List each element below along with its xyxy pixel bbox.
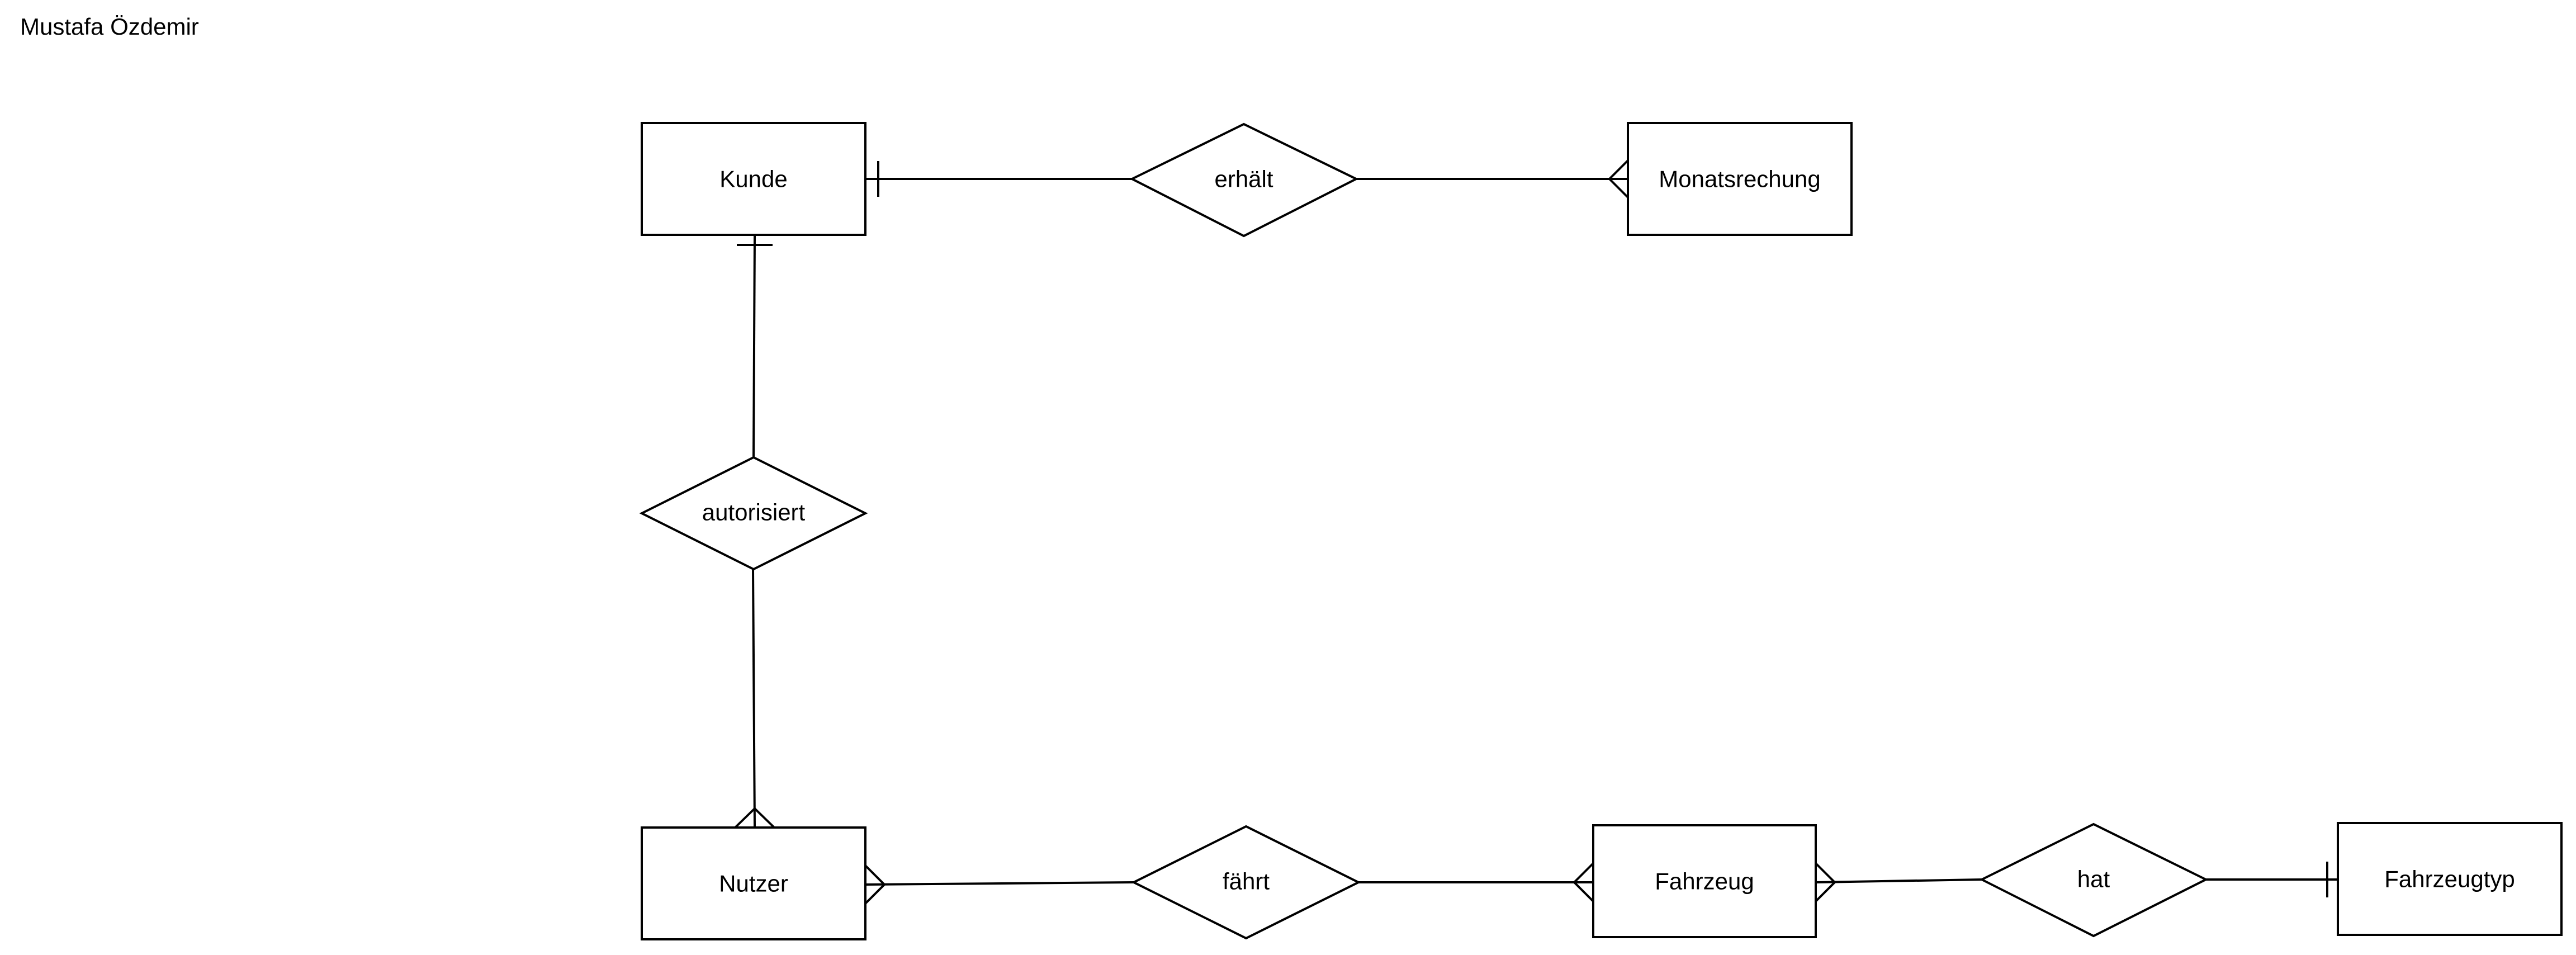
edge-kunde-autorisiert bbox=[752, 235, 756, 458]
many-marker-nutzer bbox=[734, 807, 775, 829]
edge-autorisiert-nutzer bbox=[752, 569, 756, 828]
entity-nutzer[interactable]: Nutzer bbox=[641, 826, 866, 940]
relationship-hat-label: hat bbox=[2077, 866, 2110, 892]
relationship-hat[interactable]: hat bbox=[1979, 822, 2209, 938]
entity-fahrzeugtyp[interactable]: Fahrzeugtyp bbox=[2337, 822, 2563, 936]
edge-nutzer-faehrt bbox=[865, 881, 1134, 886]
relationship-faehrt-label: fährt bbox=[1223, 868, 1270, 895]
author-label: Mustafa Özdemir bbox=[20, 13, 199, 40]
many-marker-fahrzeug-hat bbox=[1815, 862, 1836, 902]
entity-kunde[interactable]: Kunde bbox=[641, 122, 866, 236]
relationship-faehrt[interactable]: fährt bbox=[1131, 825, 1361, 940]
relationship-autorisiert-label: autorisiert bbox=[702, 499, 806, 526]
entity-fahrzeug-label: Fahrzeug bbox=[1655, 868, 1754, 895]
many-marker-fahrzeug-faehrt bbox=[1573, 862, 1594, 902]
entity-fahrzeugtyp-label: Fahrzeugtyp bbox=[2384, 866, 2515, 892]
many-marker-nutzer-faehrt bbox=[864, 864, 886, 905]
entity-fahrzeug[interactable]: Fahrzeug bbox=[1592, 824, 1817, 938]
relationship-erhaelt[interactable]: erhält bbox=[1129, 122, 1359, 238]
entity-kunde-label: Kunde bbox=[719, 166, 787, 192]
entity-monatsrechung[interactable]: Monatsrechung bbox=[1627, 122, 1853, 236]
many-marker-monatsrechung bbox=[1608, 159, 1629, 198]
relationship-erhaelt-label: erhält bbox=[1214, 166, 1273, 192]
edge-fahrzeug-hat bbox=[1815, 878, 1982, 883]
entity-monatsrechung-label: Monatsrechung bbox=[1659, 166, 1821, 192]
relationship-autorisiert[interactable]: autorisiert bbox=[639, 456, 868, 571]
entity-nutzer-label: Nutzer bbox=[719, 871, 788, 897]
